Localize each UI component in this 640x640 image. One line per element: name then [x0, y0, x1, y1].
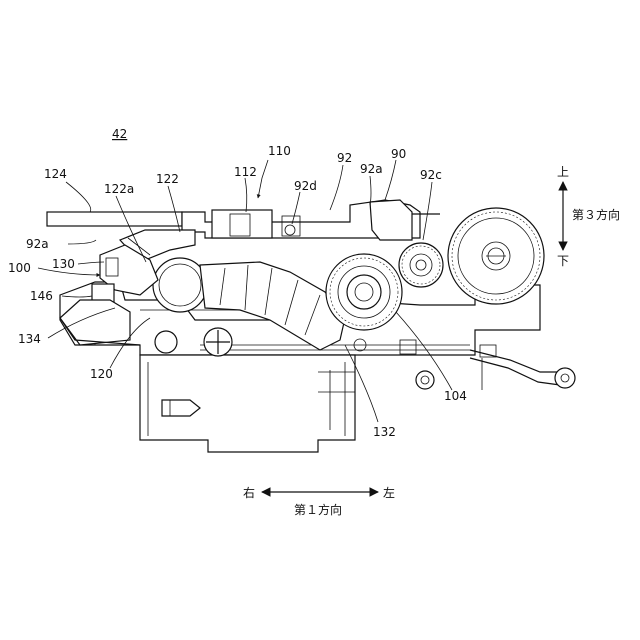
label-104: 104	[444, 389, 467, 403]
gear-small-mid	[399, 243, 443, 287]
pin-right	[416, 371, 434, 389]
label-124: 124	[44, 167, 67, 181]
label-110: 110	[268, 144, 291, 158]
label-92a-top: 92a	[360, 162, 383, 176]
label-up: 上	[557, 165, 569, 179]
label-down: 下	[557, 254, 569, 268]
figure-number: 42	[112, 127, 127, 141]
label-first-direction: 第１方向	[294, 502, 342, 517]
roller-122a	[153, 258, 207, 312]
label-132: 132	[373, 425, 396, 439]
label-122: 122	[156, 172, 179, 186]
label-90: 90	[391, 147, 406, 161]
label-120: 120	[90, 367, 113, 381]
vertical-direction-indicator: 上 下 第３方向	[557, 165, 620, 268]
horizontal-direction-indicator: 右 左 第１方向	[243, 485, 395, 517]
gear-large-left	[326, 254, 402, 330]
label-left: 左	[383, 485, 395, 500]
label-92: 92	[337, 151, 352, 165]
mechanism-drawing	[47, 200, 575, 452]
pin-far-right	[555, 368, 575, 388]
label-146: 146	[30, 289, 53, 303]
label-134: 134	[18, 332, 41, 346]
boss-left	[155, 331, 177, 353]
label-right: 右	[243, 485, 255, 500]
label-92d: 92d	[294, 179, 317, 193]
label-122a: 122a	[104, 182, 134, 196]
label-130: 130	[52, 257, 75, 271]
label-third-direction: 第３方向	[572, 207, 620, 222]
gear-large-right	[448, 208, 544, 304]
label-100: 100	[8, 261, 31, 275]
top-plate-124	[47, 212, 182, 226]
lever-90	[370, 200, 412, 240]
label-112: 112	[234, 165, 257, 179]
label-92c: 92c	[420, 168, 442, 182]
label-92a-left: 92a	[26, 237, 49, 251]
